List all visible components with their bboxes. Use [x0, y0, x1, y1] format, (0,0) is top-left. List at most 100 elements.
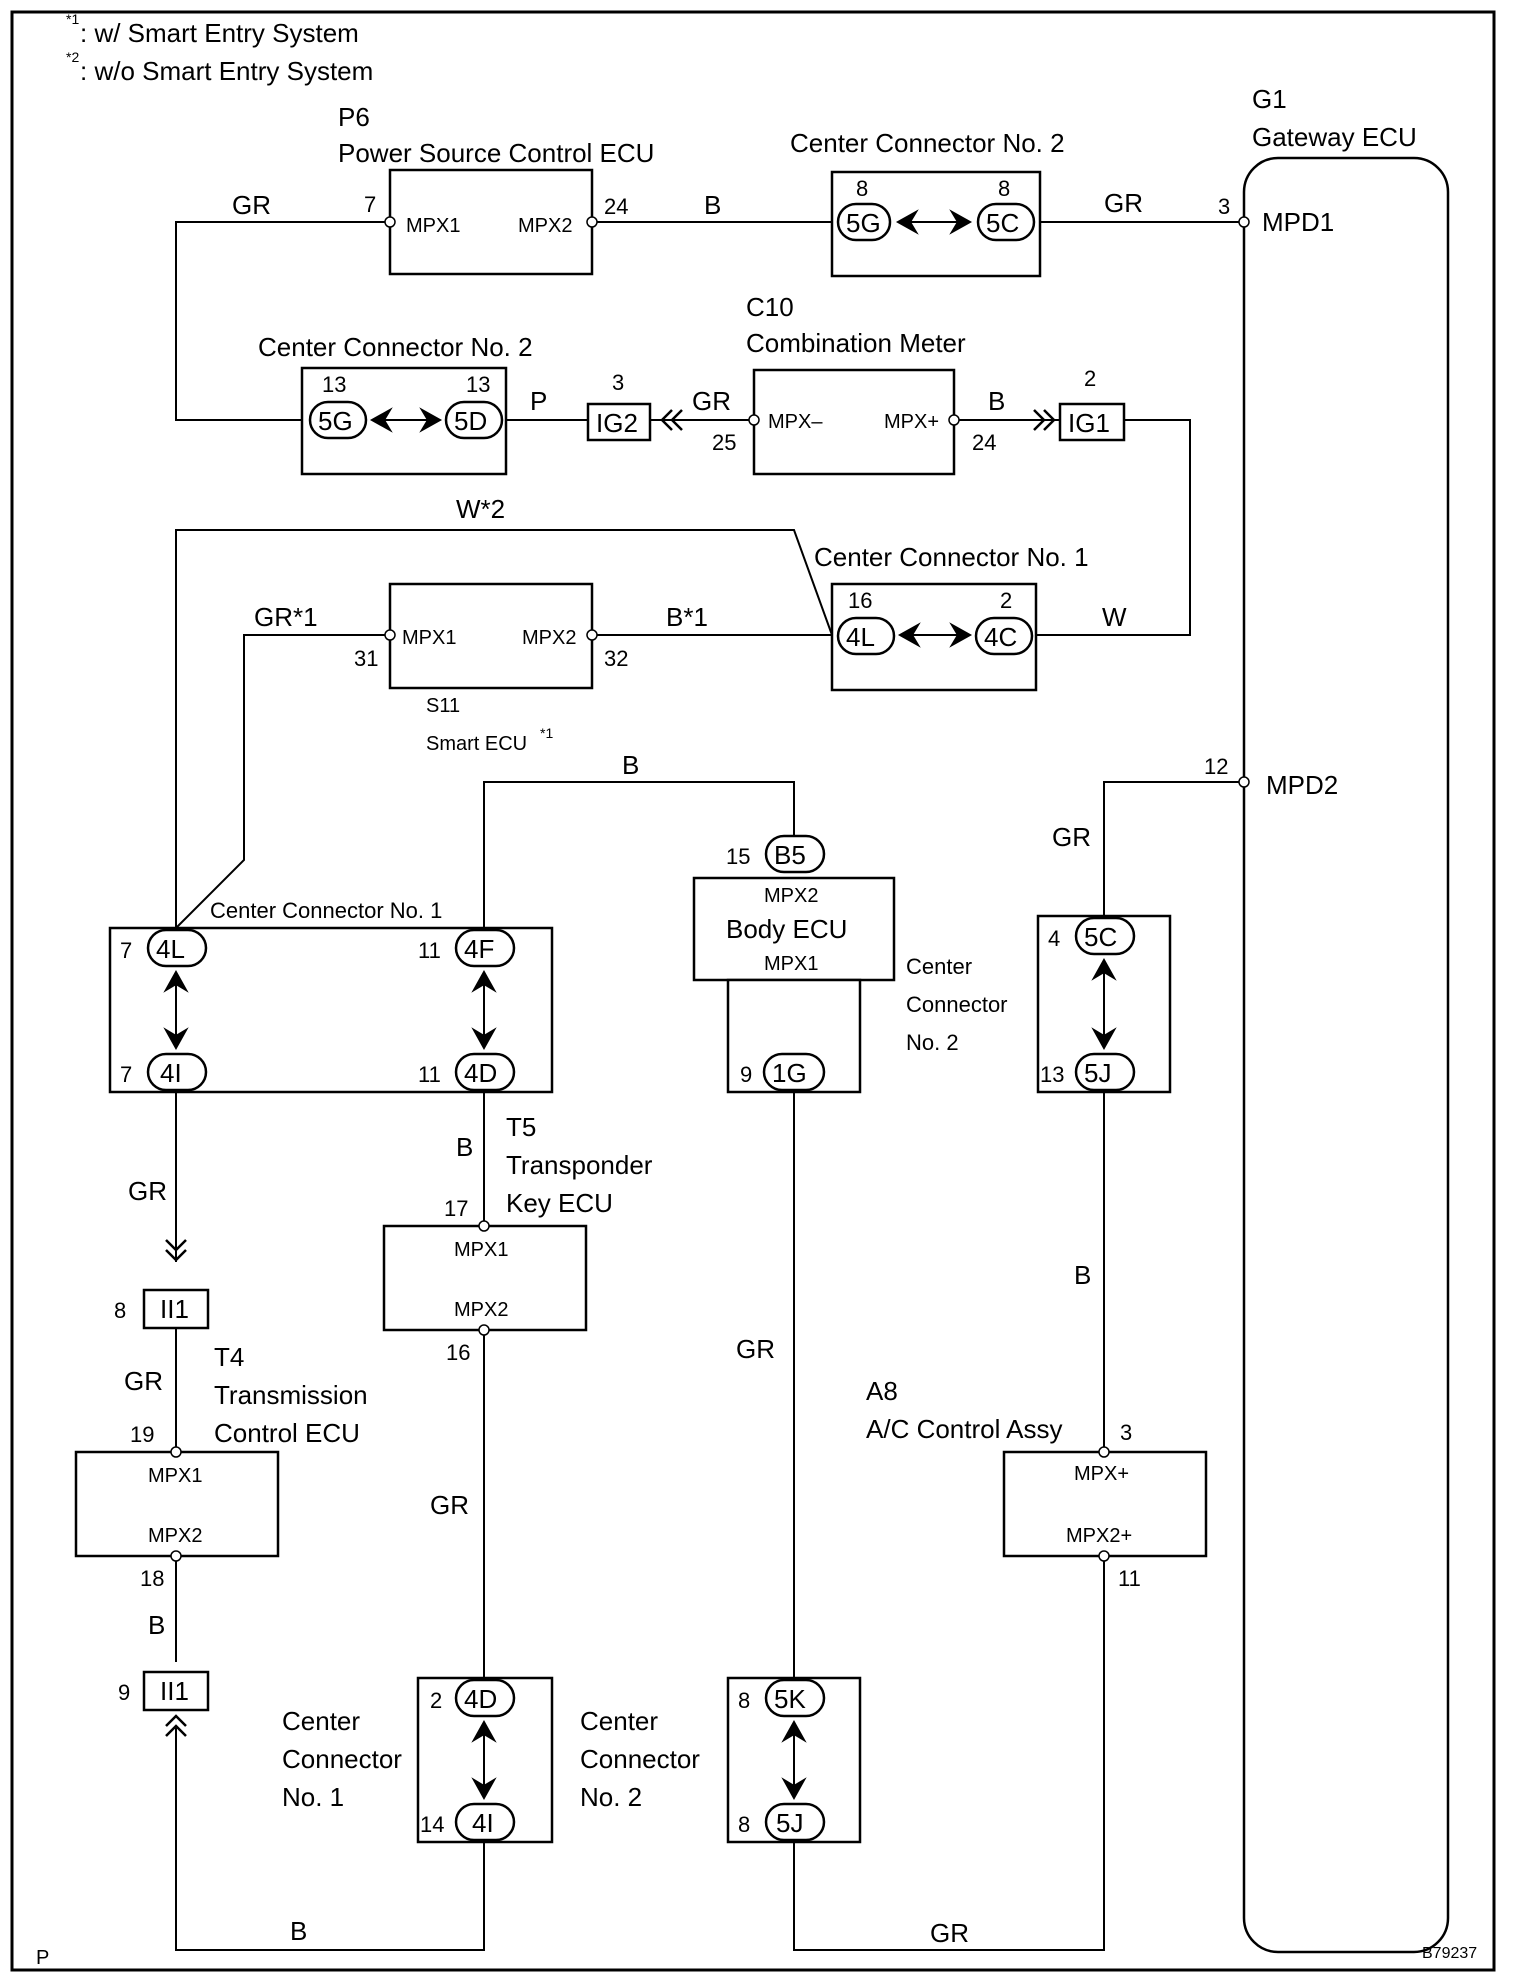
wire-5j-a8-bottom — [793, 1556, 1105, 1951]
cc1-low-side-3: No. 1 — [282, 1782, 344, 1812]
wire-w-star2-label: W*2 — [456, 494, 505, 524]
a8-box — [1002, 1450, 1208, 1558]
cc2-top-5g-pill — [836, 202, 892, 242]
cc1-right-arrow-up — [471, 969, 497, 993]
wire-b-label-6: B — [148, 1610, 165, 1640]
s11-mpx2-dot — [586, 629, 598, 641]
t5-mpx1-label: MPX1 — [454, 1239, 508, 1261]
t4-mpx1-label: MPX1 — [148, 1465, 202, 1487]
cc1-mid-4l: 4L — [846, 622, 875, 652]
t5-mpx1-dot — [478, 1220, 490, 1232]
s11-code: S11 — [426, 695, 460, 717]
cc2-low-arrow-down — [781, 1777, 807, 1801]
cc1-low-arrow-up — [471, 1719, 497, 1743]
ig1-open-arrow-1 — [1033, 409, 1046, 431]
a8-mpx2p-label: MPX2+ — [1066, 1525, 1132, 1547]
cc2-1g-pill — [762, 1052, 826, 1092]
cc2-mid-5d-pin: 13 — [466, 372, 490, 397]
t4-name-1: Transmission — [214, 1380, 368, 1410]
wire-b-label-4: B — [456, 1132, 473, 1162]
ii1-bot-pin: 9 — [118, 1680, 130, 1705]
t4-code: T4 — [214, 1342, 244, 1372]
cc1-4f-pin: 11 — [418, 938, 441, 963]
wire-p6-to-cc2 — [175, 221, 390, 421]
g1-mpd2-pin — [1238, 776, 1250, 788]
c10-name: Combination Meter — [746, 328, 966, 358]
a8-mpx2p-pin: 11 — [1118, 1566, 1141, 1591]
ig1-connector-box — [1058, 402, 1126, 442]
s11-mpx2-label: MPX2 — [522, 627, 576, 649]
c10-box — [752, 368, 956, 476]
cc2-low-side-3: No. 2 — [580, 1782, 642, 1812]
body-b5-pin: 15 — [726, 844, 750, 869]
wire-w-label: W — [1102, 602, 1127, 632]
cc1-left-arrow-down — [163, 1027, 189, 1051]
cc2-low-5k-pill — [764, 1678, 826, 1718]
c10-minus-label: MPX– — [768, 411, 823, 433]
wire-gr-label-6: GR — [736, 1334, 775, 1364]
p6-mpx1-pin — [384, 216, 396, 228]
cc2-mid-arrow-right — [419, 407, 443, 433]
cc1-4d-pin: 11 — [418, 1062, 441, 1087]
ig2-label: IG2 — [596, 408, 638, 438]
note2-text: : w/o Smart Entry System — [80, 56, 373, 86]
cc1-4i-pill — [146, 1052, 208, 1092]
cc1-low-4i-pin: 14 — [420, 1812, 444, 1837]
cc2-5c-pin: 4 — [1048, 926, 1060, 951]
cc2-top-label: Center Connector No. 2 — [790, 128, 1065, 158]
g1-gateway-ecu-box — [1242, 156, 1450, 1954]
cc2-mid-5g-pill — [308, 400, 368, 440]
b5-pill — [764, 834, 826, 874]
g1-mpd2-label: MPD2 — [1266, 770, 1338, 800]
cc1-4i-pin: 7 — [120, 1062, 132, 1087]
c10-plus-dot — [948, 414, 960, 426]
g1-mpd1-label: MPD1 — [1262, 207, 1334, 237]
body-mpx2-label: MPX2 — [764, 885, 818, 907]
t4-mpx2-label: MPX2 — [148, 1525, 202, 1547]
a8-mpxp-dot — [1098, 1446, 1110, 1458]
cc2-side-1: Center — [906, 954, 972, 979]
s11-mpx2-pin: 32 — [604, 646, 628, 671]
wire-gr-star1 — [175, 634, 390, 929]
s11-name: Smart ECU — [426, 733, 527, 755]
wire-b-star1-label: B*1 — [666, 602, 708, 632]
wire-4f-b5 — [483, 781, 795, 950]
p6-mpx2-label: MPX2 — [518, 215, 572, 237]
cc1-mid-label: Center Connector No. 1 — [814, 542, 1089, 572]
t4-box — [74, 1450, 280, 1558]
cc1-mid-4c-pin: 2 — [1000, 588, 1012, 613]
cc1-low-arrow-down — [471, 1777, 497, 1801]
cc2-top-5c: 5C — [986, 208, 1019, 238]
ig1-pin: 2 — [1084, 366, 1096, 391]
wire-p-label: P — [530, 386, 547, 416]
ig2-pin: 3 — [612, 370, 624, 395]
cc2-top-arrow-right — [949, 209, 973, 235]
cc2-mid-5g: 5G — [318, 406, 353, 436]
t5-mpx1-pin: 17 — [444, 1196, 468, 1221]
wire-gr-label-3: GR — [692, 386, 731, 416]
cc1-low-4i-label: 4I — [472, 1808, 494, 1838]
cc1-left-arrow-up — [163, 969, 189, 993]
cc2-side-2: Connector — [906, 992, 1008, 1017]
cc2-mid-5g-pin: 13 — [322, 372, 346, 397]
cc2-mid-label: Center Connector No. 2 — [258, 332, 533, 362]
p6-name: Power Source Control ECU — [338, 138, 654, 168]
s11-mark: *1 — [540, 725, 553, 741]
cc2-low-5j-label: 5J — [776, 1808, 803, 1838]
a8-mpxp-pin: 3 — [1120, 1420, 1132, 1445]
note1-mark: *1 — [66, 11, 79, 27]
g1-mpd2-pin-num: 12 — [1204, 754, 1228, 779]
cc1-4d-label: 4D — [464, 1058, 497, 1088]
t4-mpx1-pin: 19 — [130, 1422, 154, 1447]
ii1-bot-arrow-1 — [165, 1714, 187, 1727]
c10-plus-label: MPX+ — [884, 411, 939, 433]
cc1-4l-label: 4L — [156, 934, 185, 964]
wire-gr-label-8: GR — [124, 1366, 163, 1396]
t4-mpx2-dot — [170, 1550, 182, 1562]
ig2-open-arrow-2 — [670, 409, 683, 431]
cc1-low-4i-pill — [454, 1802, 516, 1842]
cc1-4i-label: 4I — [160, 1058, 182, 1088]
g1-mpd1-pin — [1238, 216, 1250, 228]
cc1-4l-pin: 7 — [120, 938, 132, 963]
